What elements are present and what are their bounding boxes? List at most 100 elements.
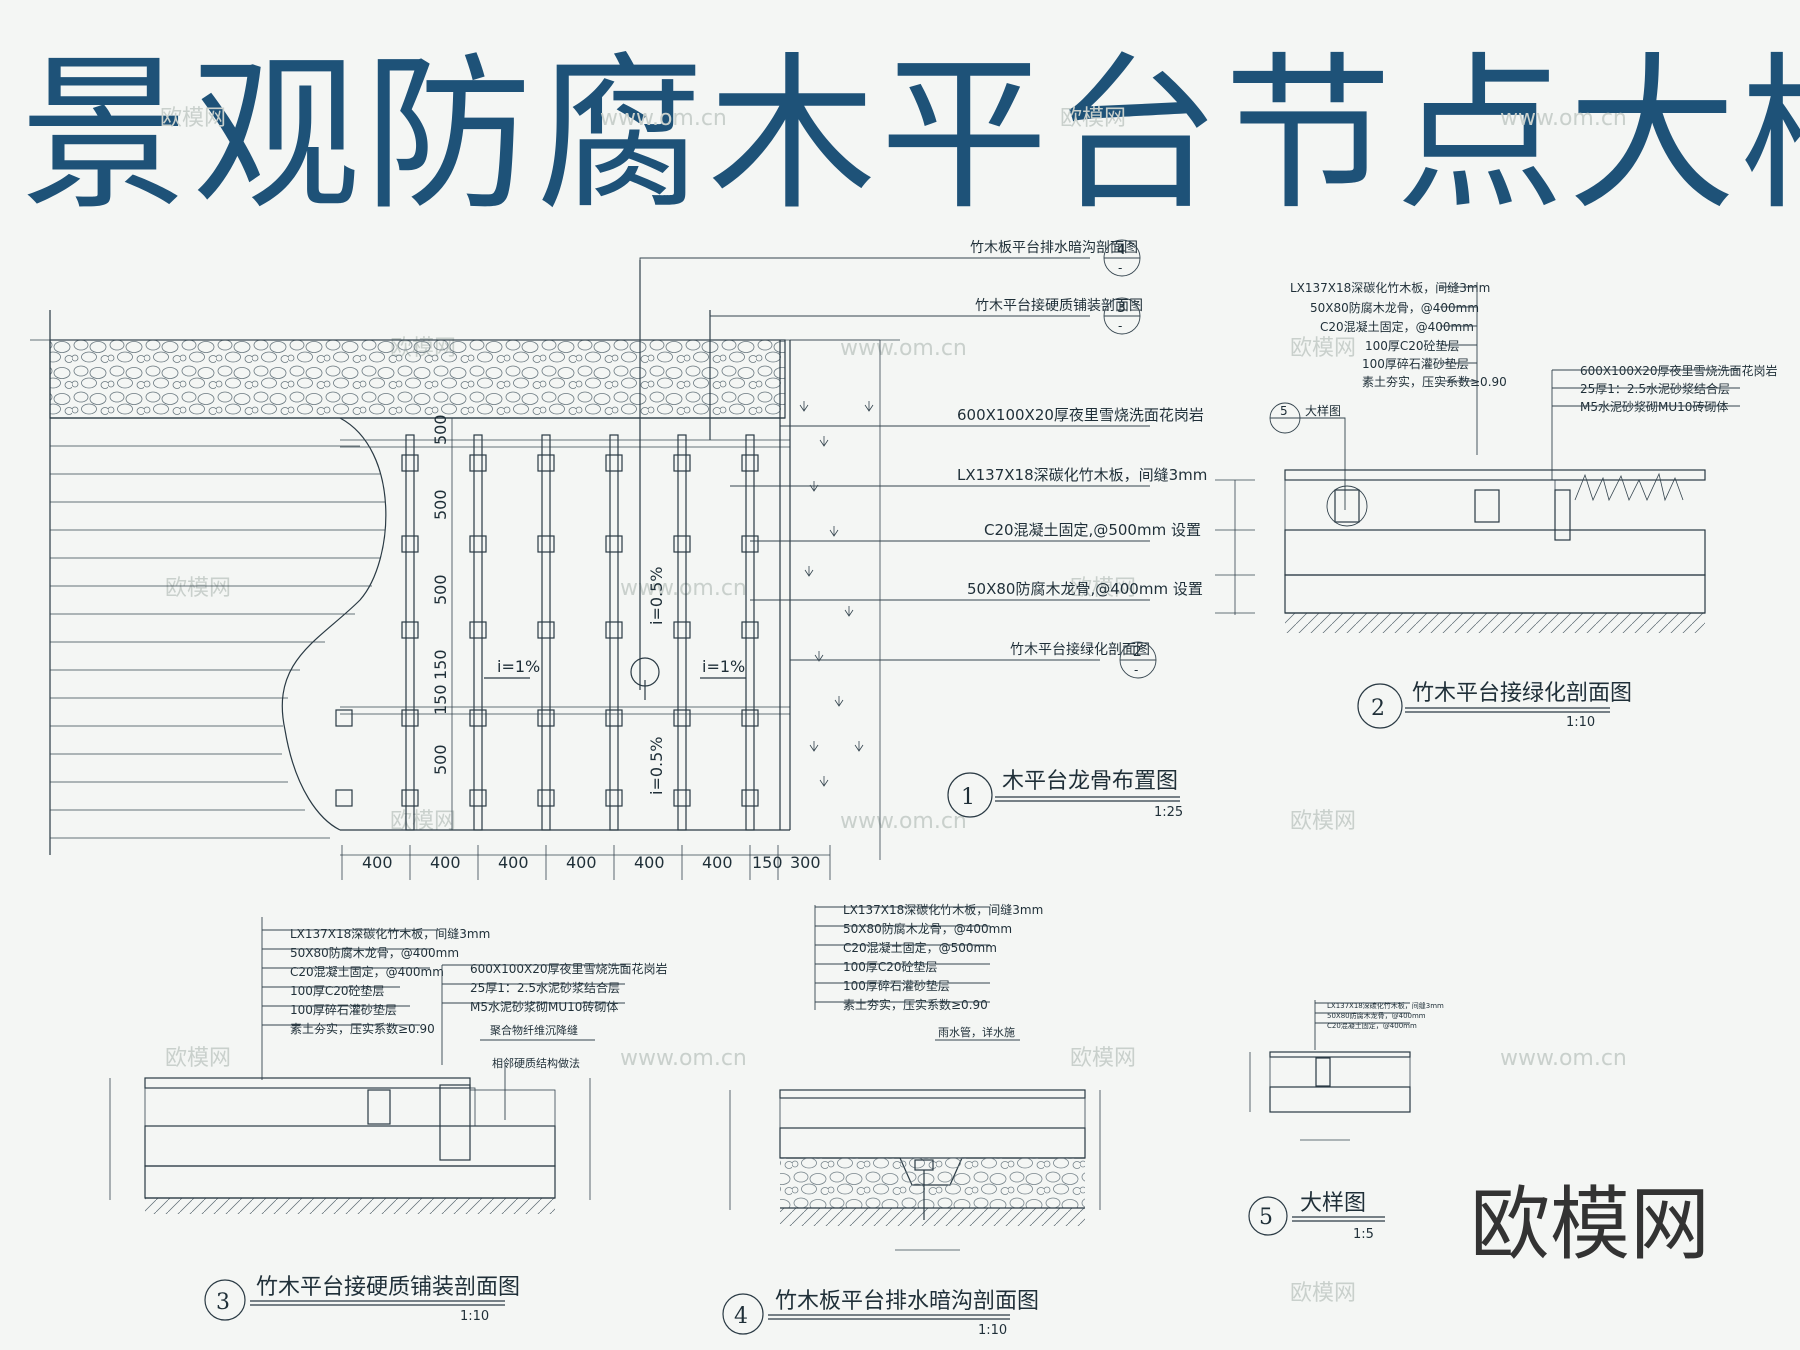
svg-text:100厚C20砼垫层: 100厚C20砼垫层 — [843, 959, 938, 974]
view-number-circle — [947, 772, 993, 818]
view-title: 大样图 — [1300, 1191, 1366, 1216]
svg-text:LX137X18深碳化竹木板，间缝3mm: LX137X18深碳化竹木板，间缝3mm — [1327, 1001, 1444, 1010]
note-label: LX137X18深碳化竹木板，间缝3mm — [957, 466, 1207, 484]
svg-text:100厚C20砼垫层: 100厚C20砼垫层 — [290, 983, 385, 998]
section-5: LX137X18深碳化竹木板，间缝3mm 50X80防腐木龙骨，@400mm C… — [1248, 1000, 1444, 1242]
note-label: 600X100X20厚夜里雪烧洗面花岗岩 — [957, 406, 1204, 424]
callout-label: 竹木平台接硬质铺装剖面图 — [975, 297, 1143, 314]
joists — [340, 434, 790, 831]
view-title: 木平台龙骨布置图 — [1002, 769, 1178, 794]
svg-text:50X80防腐木龙骨，@400mm: 50X80防腐木龙骨，@400mm — [1310, 300, 1479, 315]
svg-text:素土夯实，压实系数≥0.90: 素土夯实，压实系数≥0.90 — [290, 1021, 435, 1036]
view-number: 1 — [961, 785, 975, 810]
dim-label: 400 — [362, 853, 393, 872]
watermark: www.om.cn — [620, 1046, 747, 1071]
callout-label: 竹木平台接绿化剖面图 — [1010, 641, 1150, 658]
callout-number: 4 — [1117, 242, 1126, 258]
callout-sub: - — [1134, 663, 1138, 677]
dim-label: 400 — [634, 853, 665, 872]
svg-text:50X80防腐木龙骨，@400mm: 50X80防腐木龙骨，@400mm — [290, 945, 459, 960]
view-number: 3 — [216, 1290, 230, 1315]
deck-boards — [50, 445, 385, 839]
callout-label: 竹木板平台排水暗沟剖面图 — [970, 240, 1138, 256]
slope-label: i=1% — [702, 657, 745, 676]
view-title: 竹木平台接硬质铺装剖面图 — [256, 1275, 520, 1300]
svg-text:50X80防腐木龙骨，@400mm: 50X80防腐木龙骨，@400mm — [843, 921, 1012, 936]
svg-text:素土夯实，压实系数≥0.90: 素土夯实，压实系数≥0.90 — [843, 997, 988, 1012]
watermark: www.om.cn — [1500, 106, 1627, 131]
svg-text:素土夯实，压实系数≥0.90: 素土夯实，压实系数≥0.90 — [1362, 374, 1507, 389]
section-2-notes: LX137X18深碳化竹木板，间缝3mm 50X80防腐木龙骨，@400mm C… — [1269, 280, 1778, 510]
svg-text:聚合物纤维沉降缝: 聚合物纤维沉降缝 — [490, 1023, 578, 1037]
callout-number: 3 — [1117, 300, 1126, 316]
view-number: 5 — [1259, 1205, 1273, 1230]
dim-label: 300 — [790, 853, 821, 872]
dim-label: 400 — [566, 853, 597, 872]
svg-text:C20混凝土固定，@500mm: C20混凝土固定，@500mm — [843, 940, 997, 955]
plan-view: i=1% i=1% i=0.5% i=0.5% 500 500 500 150 … — [30, 239, 1207, 880]
page-title: 景观防腐木平台节点大样 — [20, 40, 1800, 230]
dim-label: 500 — [431, 744, 450, 775]
svg-text:100厚碎石灌砂垫层: 100厚碎石灌砂垫层 — [843, 978, 950, 993]
watermark-layer: 欧模网 www.om.cn 欧模网 www.om.cn 欧模网 www.om.c… — [160, 106, 1627, 1306]
svg-text:C20混凝土固定，@400mm: C20混凝土固定，@400mm — [290, 964, 444, 979]
view-scale: 1:10 — [1566, 715, 1595, 730]
slope-label: i=0.5% — [647, 737, 666, 796]
svg-text:50X80防腐木龙骨，@400mm: 50X80防腐木龙骨，@400mm — [1327, 1011, 1426, 1020]
gravel-strip — [49, 339, 786, 419]
svg-text:C20混凝土固定，@400mm: C20混凝土固定，@400mm — [1320, 319, 1474, 334]
view-scale: 1:10 — [978, 1323, 1007, 1338]
view-scale: 1:10 — [460, 1309, 489, 1324]
section-4: LX137X18深碳化竹木板，间缝3mm 50X80防腐木龙骨，@400mm C… — [722, 902, 1101, 1338]
callout-sub: - — [1118, 319, 1122, 333]
watermark: 欧模网 — [1290, 1281, 1356, 1306]
svg-text:LX137X18深碳化竹木板，间缝3mm: LX137X18深碳化竹木板，间缝3mm — [290, 926, 490, 941]
watermark: 欧模网 — [1290, 809, 1356, 834]
watermark: 欧模网 — [1070, 1046, 1136, 1071]
note-label: 50X80防腐木龙骨,@400mm 设置 — [967, 580, 1203, 598]
watermark: 欧模网 — [1290, 336, 1356, 361]
watermark: www.om.cn — [840, 809, 967, 834]
section-3: LX137X18深碳化竹木板，间缝3mm 50X80防腐木龙骨，@400mm C… — [109, 917, 668, 1324]
svg-text:LX137X18深碳化竹木板，间缝3mm: LX137X18深碳化竹木板，间缝3mm — [843, 902, 1043, 917]
dim-label: 150 — [431, 649, 450, 680]
brand-logo: 欧模网 — [1470, 1178, 1710, 1271]
svg-text:M5水泥砂浆砌MU10砖砌体: M5水泥砂浆砌MU10砖砌体 — [470, 999, 618, 1014]
post-grid — [335, 454, 759, 807]
grass-icon — [1574, 472, 1684, 502]
dim-label: 400 — [498, 853, 529, 872]
plan-callouts: 竹木板平台排水暗沟剖面图 4 - 竹木平台接硬质铺装剖面图 3 - 600X10… — [639, 239, 1207, 679]
svg-text:100厚C20砼垫层: 100厚C20砼垫层 — [1365, 338, 1460, 353]
view-scale: 1:25 — [1154, 805, 1183, 820]
dim-label: 150 — [431, 684, 450, 715]
svg-text:600X100X20厚夜里雪烧洗面花岗岩: 600X100X20厚夜里雪烧洗面花岗岩 — [470, 961, 668, 976]
svg-text:雨水管，详水施: 雨水管，详水施 — [938, 1025, 1015, 1039]
section-2: LX137X18深碳化竹木板，间缝3mm 50X80防腐木龙骨，@400mm C… — [1215, 280, 1778, 730]
dim-label: 500 — [431, 574, 450, 605]
watermark: 欧模网 — [1060, 106, 1126, 131]
boards-cut-edge — [281, 417, 387, 831]
view-number: 4 — [734, 1304, 748, 1329]
dim-label: 500 — [431, 489, 450, 520]
dim-label: 400 — [702, 853, 733, 872]
watermark: 欧模网 — [1070, 576, 1136, 601]
view-title: 竹木板平台排水暗沟剖面图 — [775, 1289, 1039, 1314]
svg-text:大样图: 大样图 — [1305, 403, 1341, 418]
slope-label: i=0.5% — [647, 567, 666, 626]
view-number: 2 — [1371, 696, 1385, 721]
bottom-dimensions: 400 400 400 400 400 400 150 300 — [340, 845, 831, 880]
dim-label: 400 — [430, 853, 461, 872]
watermark: 欧模网 — [165, 1046, 231, 1071]
svg-text:5: 5 — [1280, 404, 1288, 418]
watermark: 欧模网 — [160, 106, 226, 131]
svg-text:25厚1：2.5水泥砂浆结合层: 25厚1：2.5水泥砂浆结合层 — [470, 980, 620, 995]
watermark: www.om.cn — [600, 106, 727, 131]
svg-text:相邻硬质结构做法: 相邻硬质结构做法 — [492, 1056, 580, 1070]
svg-text:C20混凝土固定，@400mm: C20混凝土固定，@400mm — [1327, 1021, 1417, 1030]
svg-text:25厚1：2.5水泥砂浆结合层: 25厚1：2.5水泥砂浆结合层 — [1580, 381, 1730, 396]
svg-text:100厚碎石灌砂垫层: 100厚碎石灌砂垫层 — [290, 1002, 397, 1017]
callout-sub: - — [1118, 261, 1122, 275]
slope-label: i=1% — [497, 657, 540, 676]
watermark: 欧模网 — [165, 576, 231, 601]
